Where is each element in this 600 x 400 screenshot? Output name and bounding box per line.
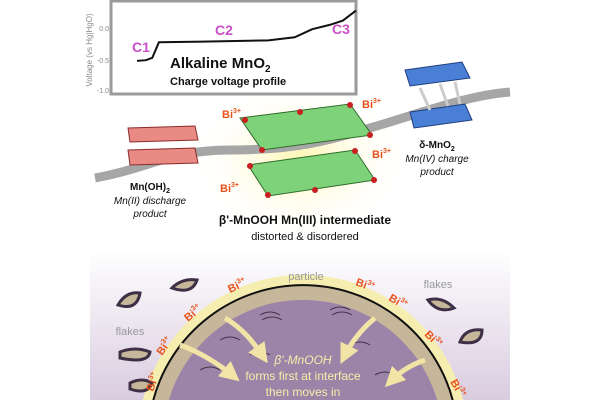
bi-ion-label: Bi3+ [362, 98, 381, 111]
y-tick: -0.5 [97, 58, 109, 65]
flakes-label-right: flakes [424, 279, 453, 291]
mnoh2-desc: product [132, 209, 168, 220]
bi-ion-label: Bi3+ [222, 108, 241, 121]
chart-subtitle: Charge voltage profile [170, 76, 286, 88]
bi-ion-label: Bi3+ [372, 148, 391, 161]
mnoh2-desc: Mn(II) discharge [114, 196, 187, 207]
region-c1: C1 [132, 39, 150, 55]
svg-text:Bi3+: Bi3+ [387, 291, 410, 312]
flakes [115, 278, 484, 393]
svg-text:Bi3+: Bi3+ [182, 302, 205, 324]
delta-mno2-crystal [404, 61, 473, 129]
beta-mnooh-crystal [239, 102, 377, 198]
particle [142, 274, 464, 400]
voltage-curve [136, 9, 357, 62]
svg-text:Bi3+: Bi3+ [447, 377, 468, 400]
bi-ions-bottom: Bi3+ Bi3+ Bi3+ Bi3+ Bi3+ Bi3+ Bi3+ Bi3+ [144, 276, 469, 400]
intermediate-desc: distorted & disordered [251, 231, 359, 243]
particle-text-2: forms first at interface [245, 369, 361, 383]
intermediate-title: β'-MnOOH Mn(III) intermediate [219, 213, 392, 227]
dmno2-label: δ-MnO2 [419, 140, 455, 153]
particle-text-1: β'-MnOOH [273, 353, 331, 367]
bi-ion-label: Bi3+ [220, 182, 239, 195]
dmno2-desc: Mn(IV) charge [405, 154, 469, 165]
voltage-chart: Voltage (vs Hg|HgO) 0.0 -0.5 -1.0 C1 C2 … [85, 0, 358, 96]
svg-text:Bi3+: Bi3+ [226, 276, 249, 296]
mnoh2-label: Mn(OH)2 [130, 182, 170, 195]
particle-text-3: then moves in [266, 385, 341, 399]
dmno2-desc: product [419, 167, 455, 178]
flakes-label-left: flakes [116, 326, 145, 338]
region-c2: C2 [215, 22, 233, 38]
svg-text:Bi3+: Bi3+ [354, 276, 376, 295]
chart-frame [109, 0, 358, 96]
y-tick: -1.0 [97, 88, 109, 95]
svg-text:Bi3+: Bi3+ [144, 371, 163, 393]
y-axis-label: Voltage (vs Hg|HgO) [85, 13, 94, 87]
mnoh2-crystal [127, 125, 199, 166]
y-tick: 0.0 [99, 26, 109, 33]
particle-label: particle [288, 271, 323, 283]
region-c3: C3 [332, 21, 350, 37]
chart-title: Alkaline MnO2 [170, 55, 271, 75]
